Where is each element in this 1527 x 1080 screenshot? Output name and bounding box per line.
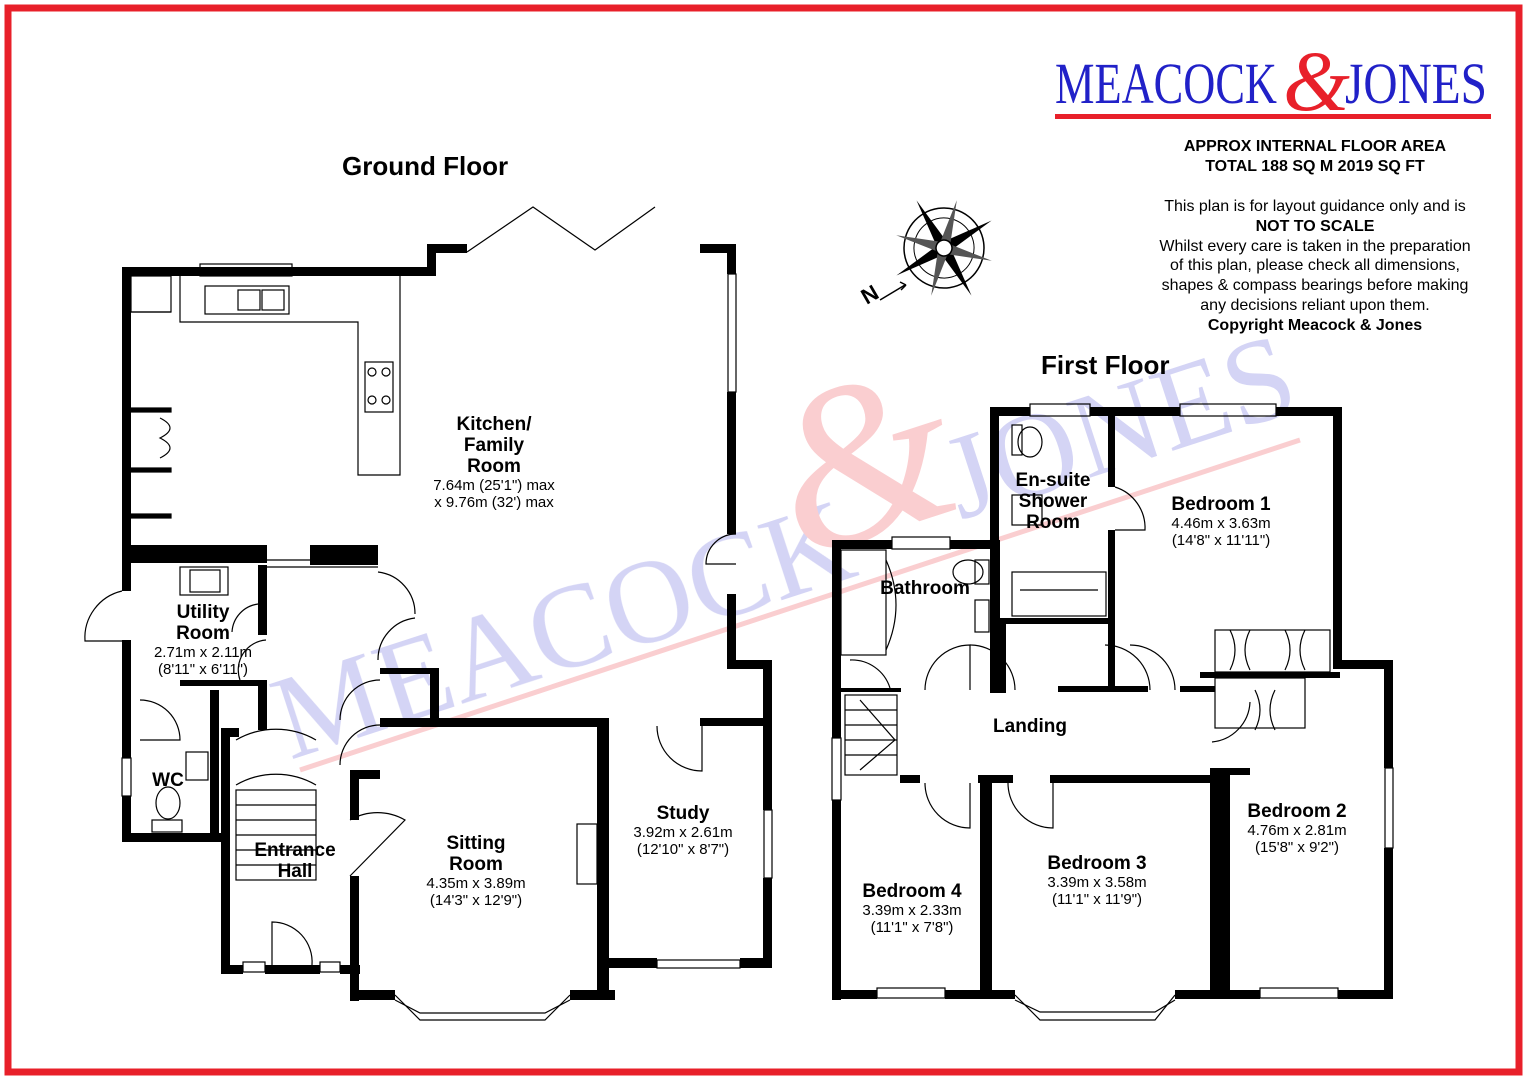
room-label-wc: WC (152, 770, 184, 791)
svg-text:&: & (1283, 48, 1350, 120)
ground-floor-fixtures (84, 206, 773, 1021)
ground-floor-title: Ground Floor (342, 151, 509, 181)
svg-text:MEACOCK: MEACOCK (1055, 51, 1277, 116)
room-label-ensuite: En-suite Shower Room (1015, 470, 1091, 533)
ground-floor-plan (122, 244, 772, 1001)
room-label-bathroom: Bathroom (880, 578, 970, 599)
first-floor-plan (832, 407, 1393, 1000)
meacock-jones-logo: MEACOCK & JONES (1055, 48, 1491, 120)
room-label-sitting-room: Sitting Room 4.35m x 3.89m (14'3" x 12'9… (426, 833, 526, 909)
room-label-kitchen: Kitchen/ Family Room 7.64m (25'1") max x… (433, 414, 555, 511)
disclaimer-line: Whilst every care is taken in the prepar… (1159, 237, 1471, 255)
disclaimer-line: shapes & compass bearings before making (1161, 277, 1469, 295)
copyright: Copyright Meacock & Jones (1207, 316, 1423, 334)
first-floor-fixtures (831, 403, 1394, 1021)
disclaimer-line: any decisions reliant upon them. (1200, 296, 1430, 314)
area-total: TOTAL 188 SQ M 2019 SQ FT (1205, 157, 1425, 175)
room-label-study: Study 3.92m x 2.61m (12'10" x 8'7") (633, 803, 733, 858)
room-label-utility: Utility Room 2.71m x 2.11m (8'11" x 6'11… (153, 602, 253, 678)
room-label-bedroom-2: Bedroom 2 4.76m x 2.81m (15'8" x 9'2") (1247, 801, 1347, 856)
disclaimer-line: NOT TO SCALE (1255, 217, 1375, 235)
first-floor-title: First Floor (1041, 350, 1170, 380)
compass-rose-icon (896, 200, 992, 296)
svg-text:JONES: JONES (1345, 51, 1487, 116)
room-label-landing: Landing (993, 716, 1067, 737)
room-label-bedroom-1: Bedroom 1 4.46m x 3.63m (14'8" x 11'11") (1171, 494, 1271, 549)
floor-area-info: APPROX INTERNAL FLOOR AREA TOTAL 188 SQ … (1130, 137, 1500, 177)
disclaimer-line: This plan is for layout guidance only an… (1164, 198, 1466, 215)
area-heading: APPROX INTERNAL FLOOR AREA (1183, 138, 1447, 155)
room-label-entrance-hall: Entrance Hall (254, 840, 336, 882)
room-label-bedroom-3: Bedroom 3 3.39m x 3.58m (11'1" x 11'9") (1047, 853, 1147, 908)
svg-text:MEACOCK: MEACOCK (257, 473, 869, 785)
room-label-bedroom-4: Bedroom 4 3.39m x 2.33m (11'1" x 7'8") (862, 881, 962, 936)
disclaimer-line: of this plan, please check all dimension… (1170, 257, 1460, 275)
disclaimer: This plan is for layout guidance only an… (1130, 197, 1500, 336)
